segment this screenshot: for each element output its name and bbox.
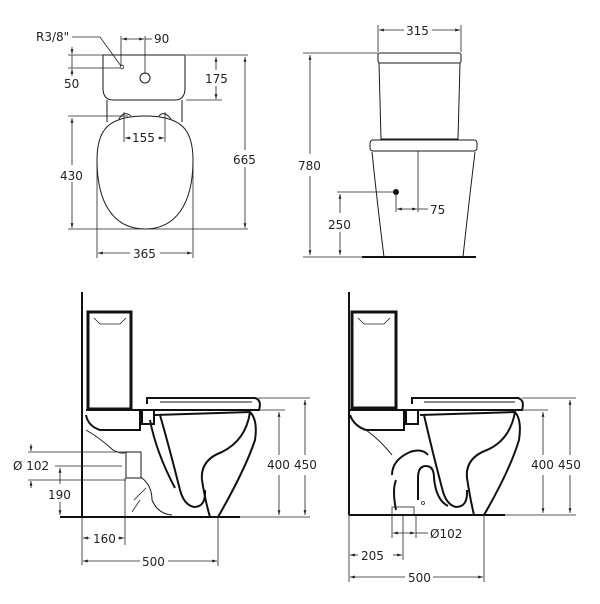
seat-band (369, 139, 478, 152)
projection-500-label: 500 (142, 555, 165, 569)
outlet-height-190-label: 190 (48, 488, 71, 502)
side-view-horizontal-outlet: Ø 102 190 160 500 400 450 (13, 292, 318, 569)
bowl (419, 410, 521, 516)
outlet-wall-160-label: 160 (93, 532, 116, 546)
cistern-width-315-label: 315 (406, 24, 429, 38)
seat-height-450-label: 450 (558, 458, 581, 472)
seat-length-430-label: 430 (60, 169, 83, 183)
top-view: R3/8" 90 50 175 155 430 6 (36, 30, 256, 261)
overall-height-780-label: 780 (298, 159, 321, 173)
hinge-spacing-155-label: 155 (132, 131, 155, 145)
overall-length-665-label: 665 (233, 153, 256, 167)
front-view: 315 780 250 75 (298, 24, 478, 258)
cistern-lid (377, 52, 462, 64)
inlet-dot-icon (393, 189, 399, 195)
flush-button-icon (139, 72, 151, 84)
rim-height-400-label: 400 (531, 458, 554, 472)
cistern-body (378, 62, 461, 140)
rim-height-400-label: 400 (267, 458, 290, 472)
inlet-offset-90-label: 90 (154, 32, 169, 46)
cistern-depth-175-label: 175 (205, 72, 228, 86)
pedestal (371, 151, 476, 258)
projection-500-label: 500 (408, 571, 431, 585)
inlet-thread-label: R3/8" (36, 30, 69, 44)
width-365-label: 365 (133, 247, 156, 261)
outlet-diameter-label: Ø 102 (13, 459, 49, 473)
inlet-height-250-label: 250 (328, 218, 351, 232)
inlet-offset-75-label: 75 (430, 203, 445, 217)
seat-lid (411, 397, 524, 411)
seat-lid (146, 397, 261, 411)
cistern-outline (102, 54, 186, 101)
seat-height-450-label: 450 (294, 458, 317, 472)
side-view-vertical-outlet: Ø102 205 500 400 450 (348, 292, 582, 585)
inlet-depth-50-label: 50 (64, 77, 79, 91)
bowl (154, 410, 257, 518)
outlet-wall-205-label: 205 (361, 549, 384, 563)
outlet-diameter-label: Ø102 (430, 527, 462, 541)
inlet-point-icon (119, 64, 125, 70)
